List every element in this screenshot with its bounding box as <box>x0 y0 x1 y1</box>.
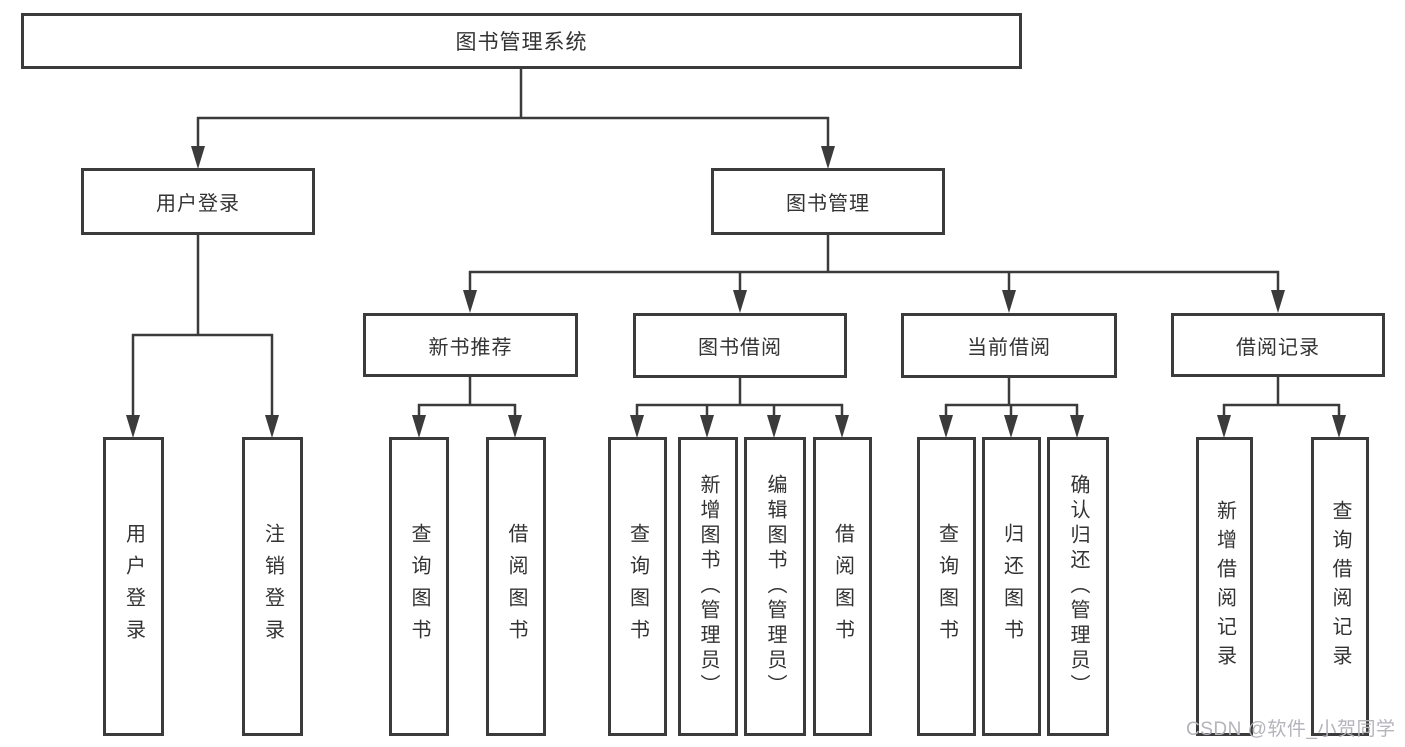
csdn-watermark: CSDN @软件_小贺同学 <box>1186 719 1396 740</box>
node-leaf-logout: 注销登录 <box>242 437 303 736</box>
node-leaf-edit-book-admin-label: 编辑图书（管理员） <box>764 474 786 699</box>
node-borrow-records-label: 借阅记录 <box>1236 336 1320 359</box>
node-leaf-return-book: 归还图书 <box>982 437 1041 736</box>
arrowhead-icon <box>1217 415 1231 438</box>
node-leaf-add-borrow-record-label: 新增借阅记录 <box>1213 499 1236 674</box>
node-new-book-recommend-label: 新书推荐 <box>428 336 513 359</box>
node-leaf-add-borrow-record: 新增借阅记录 <box>1196 437 1253 736</box>
arrowhead-icon <box>767 415 781 438</box>
node-leaf-user-login-label: 用户登录 <box>122 522 145 651</box>
arrowhead-icon <box>1004 415 1018 438</box>
node-leaf-logout-label: 注销登录 <box>261 522 284 651</box>
node-leaf-borrow-books-recommend: 借阅图书 <box>486 437 546 736</box>
arrowhead-icon <box>700 415 714 438</box>
arrowhead-icon <box>126 415 140 438</box>
arrowhead-icon <box>1002 290 1016 313</box>
node-leaf-query-borrow-record-label: 查询借阅记录 <box>1329 499 1351 674</box>
node-root-label: 图书管理系统 <box>455 31 588 54</box>
node-leaf-query-books-borrowing-label: 查询图书 <box>626 522 649 651</box>
node-leaf-confirm-return-admin: 确认归还（管理员） <box>1047 437 1109 736</box>
node-user-login-label: 用户登录 <box>156 193 240 215</box>
node-book-management: 图书管理 <box>711 168 945 235</box>
arrowhead-icon <box>630 415 644 438</box>
node-leaf-add-book-admin-label: 新增图书（管理员） <box>697 474 719 699</box>
node-leaf-query-books-borrowing: 查询图书 <box>608 437 667 736</box>
arrowhead-icon <box>835 415 849 438</box>
node-current-borrowing-label: 当前借阅 <box>967 337 1051 359</box>
node-leaf-return-book-label: 归还图书 <box>1000 522 1023 651</box>
arrowhead-icon <box>821 146 835 169</box>
node-leaf-query-books-current: 查询图书 <box>917 437 976 736</box>
node-borrow-records: 借阅记录 <box>1171 313 1385 377</box>
node-leaf-confirm-return-admin-label: 确认归还（管理员） <box>1067 474 1089 699</box>
node-current-borrowing: 当前借阅 <box>901 313 1117 378</box>
node-book-borrowing: 图书借阅 <box>633 313 847 378</box>
node-leaf-query-books-current-label: 查询图书 <box>935 522 958 651</box>
arrowhead-icon <box>191 146 205 169</box>
arrowhead-icon <box>463 290 477 313</box>
node-user-login: 用户登录 <box>81 168 315 235</box>
node-leaf-query-books-recommend: 查询图书 <box>389 437 449 736</box>
node-book-borrowing-label: 图书借阅 <box>698 337 782 359</box>
node-new-book-recommend: 新书推荐 <box>363 313 578 377</box>
arrowhead-icon <box>265 415 279 438</box>
arrowhead-icon <box>508 415 522 438</box>
arrowhead-icon <box>1070 415 1084 438</box>
arrowhead-icon <box>733 290 747 313</box>
node-leaf-borrow-books-borrowing-label: 借阅图书 <box>831 522 854 651</box>
node-leaf-query-borrow-record: 查询借阅记录 <box>1311 437 1369 736</box>
node-book-management-label: 图书管理 <box>786 193 870 215</box>
node-leaf-edit-book-admin: 编辑图书（管理员） <box>744 437 806 736</box>
node-leaf-borrow-books-borrowing: 借阅图书 <box>813 437 872 736</box>
arrowhead-icon <box>1271 290 1285 313</box>
arrowhead-icon <box>1332 415 1346 438</box>
node-leaf-query-books-recommend-label: 查询图书 <box>408 522 430 651</box>
arrowhead-icon <box>939 415 953 438</box>
node-leaf-user-login: 用户登录 <box>103 437 164 736</box>
node-leaf-add-book-admin: 新增图书（管理员） <box>678 437 738 736</box>
node-root: 图书管理系统 <box>21 13 1022 69</box>
arrowhead-icon <box>412 415 426 438</box>
node-leaf-borrow-books-recommend-label: 借阅图书 <box>505 522 527 651</box>
